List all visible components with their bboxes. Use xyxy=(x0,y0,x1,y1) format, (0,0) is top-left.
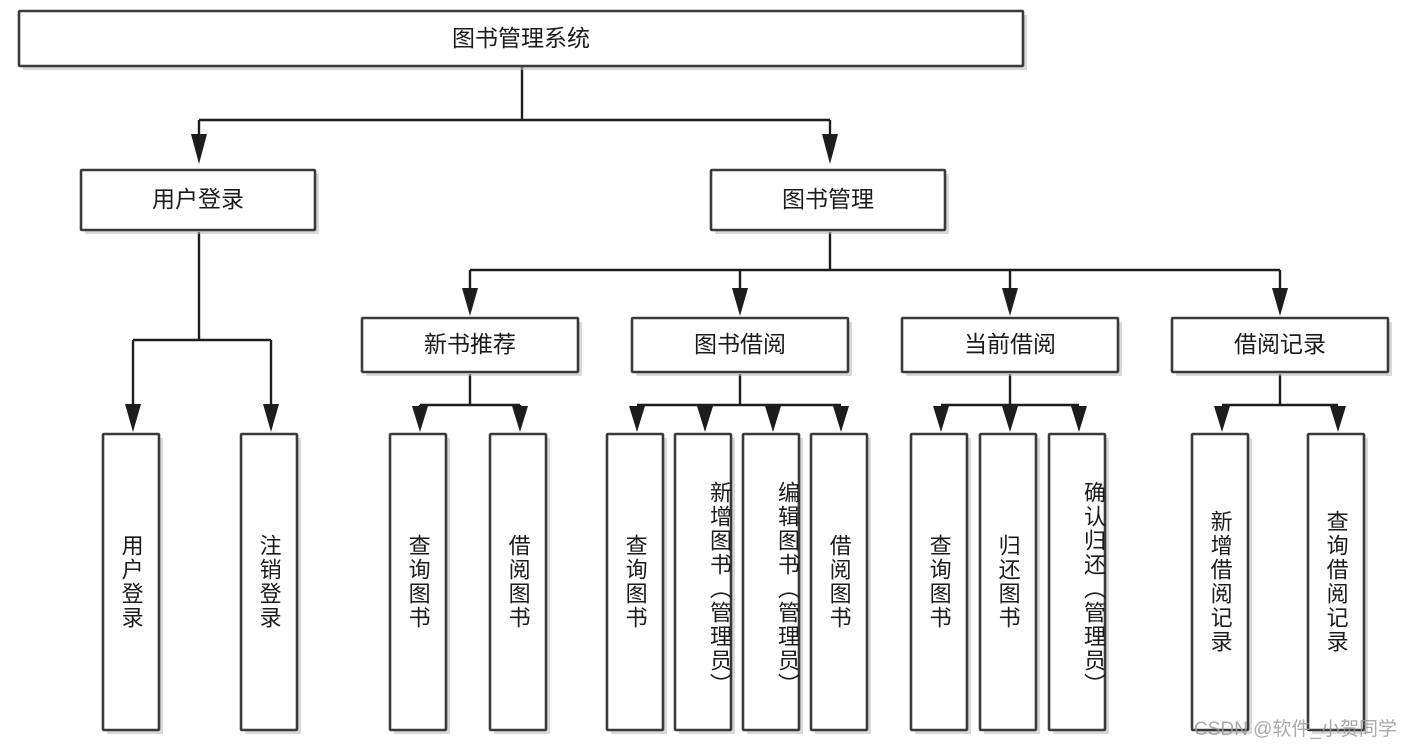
leaf-new-book-1[interactable] xyxy=(388,432,450,734)
node-book-management[interactable]: 图书管理 xyxy=(709,168,949,234)
leaf-book-borrow-2[interactable] xyxy=(673,432,735,734)
leaf-current-borrow-3[interactable] xyxy=(1047,432,1109,734)
leaf-book-borrow-4[interactable] xyxy=(809,432,871,734)
arrow-cb-l2 xyxy=(1002,406,1018,432)
node-borrow-record[interactable]: 借阅记录 xyxy=(1170,316,1392,376)
node-book-borrow-label: 图书借阅 xyxy=(694,331,786,357)
arrow-bm-c1 xyxy=(462,288,478,316)
leaf-current-borrow-1[interactable] xyxy=(909,432,971,734)
node-new-book-recommend-label: 新书推荐 xyxy=(424,331,516,357)
leaf-borrow-record-1[interactable] xyxy=(1190,432,1252,734)
node-borrow-record-label: 借阅记录 xyxy=(1234,331,1326,357)
node-book-borrow[interactable]: 图书借阅 xyxy=(630,316,852,376)
node-book-management-label: 图书管理 xyxy=(782,186,874,212)
arrow-bm-c2 xyxy=(732,288,748,316)
leaf-book-borrow-3[interactable] xyxy=(741,432,803,734)
arrow-bb-l3 xyxy=(765,406,781,432)
leaf-current-borrow-2[interactable] xyxy=(978,432,1040,734)
arrow-br-l1 xyxy=(1214,406,1230,432)
leaf-new-book-2[interactable] xyxy=(488,432,550,734)
arrow-br-l2 xyxy=(1330,406,1346,432)
arrow-nb-l2 xyxy=(512,406,528,432)
arrow-cb-l3 xyxy=(1071,406,1087,432)
node-user-login-label: 用户登录 xyxy=(152,186,244,212)
edge-layer xyxy=(125,66,1346,432)
node-new-book-recommend[interactable]: 新书推荐 xyxy=(360,316,582,376)
arrow-nb-l1 xyxy=(412,406,428,432)
node-root-label: 图书管理系统 xyxy=(452,25,590,51)
node-root[interactable]: 图书管理系统 xyxy=(17,9,1027,70)
arrow-bb-l2 xyxy=(697,406,713,432)
leaf-user-login-2[interactable] xyxy=(239,432,301,734)
leaf-user-login-1[interactable] xyxy=(101,432,163,734)
arrow-bb-l1 xyxy=(629,406,645,432)
arrow-login-l1 xyxy=(125,404,141,432)
arrow-bb-l4 xyxy=(833,406,849,432)
arrow-login-l2 xyxy=(263,404,279,432)
node-user-login[interactable]: 用户登录 xyxy=(79,168,319,234)
node-current-borrow-label: 当前借阅 xyxy=(964,331,1056,357)
leaf-borrow-record-2[interactable] xyxy=(1306,432,1368,734)
node-current-borrow[interactable]: 当前借阅 xyxy=(900,316,1122,376)
arrow-root-to-login xyxy=(191,134,207,164)
arrow-bm-c4 xyxy=(1272,288,1288,316)
arrow-cb-l1 xyxy=(933,406,949,432)
arrow-bm-c3 xyxy=(1002,288,1018,316)
leaf-book-borrow-1[interactable] xyxy=(605,432,667,734)
arrow-root-to-bookmgmt xyxy=(822,134,838,164)
